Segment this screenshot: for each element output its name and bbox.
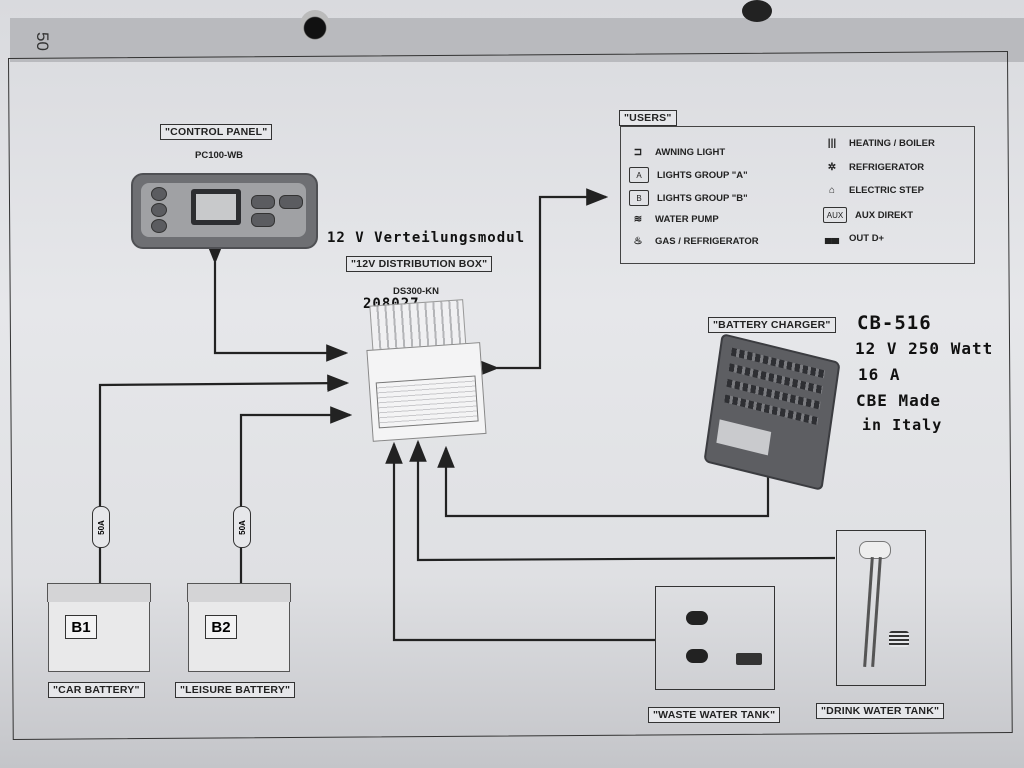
waste-water-tank-caption: "WASTE WATER TANK" <box>648 707 781 723</box>
user-label: OUT D+ <box>849 232 885 244</box>
car-battery-id: B1 <box>65 615 97 639</box>
leisure-battery-fuse: 50A <box>233 506 251 548</box>
drink-water-tank-box <box>836 530 926 686</box>
panel-button-3 <box>151 219 167 233</box>
wire-leisure-battery <box>239 406 353 586</box>
user-label: LIGHTS GROUP "A" <box>657 169 748 181</box>
lights-group-b-icon: B <box>629 190 649 206</box>
user-label: HEATING / BOILER <box>849 137 935 149</box>
heating-boiler-icon: ||| <box>827 137 837 149</box>
wire-waste-tank <box>385 441 655 642</box>
panel-button-6 <box>251 213 275 227</box>
aux-direkt-icon: AUX <box>823 207 847 223</box>
out-d-plus-icon: ▄▄ <box>824 232 840 244</box>
distribution-box-caption: "12V DISTRIBUTION BOX" <box>346 256 493 272</box>
car-battery: B1 <box>47 583 151 672</box>
users-caption: "USERS" <box>619 110 677 126</box>
user-aux-direkt: AUX AUX DIREKT <box>823 207 913 223</box>
user-label: AWNING LIGHT <box>655 146 726 158</box>
panel-button-2 <box>151 203 167 217</box>
leisure-battery-id: B2 <box>205 615 237 639</box>
user-lights-group-a: A LIGHTS GROUP "A" <box>629 167 748 183</box>
user-label: ELECTRIC STEP <box>849 184 924 196</box>
car-battery-caption: "CAR BATTERY" <box>48 682 145 698</box>
charger-note-power: 12 V 250 Watt <box>855 339 994 358</box>
waste-valve-icon <box>736 653 762 665</box>
wire-drink-tank <box>409 439 836 562</box>
page-header-band <box>10 18 1024 62</box>
awning-light-icon: ⊐ <box>633 146 643 158</box>
charger-label <box>716 419 772 456</box>
battery-charger-caption: "BATTERY CHARGER" <box>708 317 836 333</box>
user-heating-boiler: ||| HEATING / BOILER <box>823 136 935 150</box>
user-lights-group-b: B LIGHTS GROUP "B" <box>629 190 748 206</box>
gas-refrigerator-icon: ♨ <box>633 235 643 247</box>
user-electric-step: ⌂ ELECTRIC STEP <box>823 183 924 197</box>
wire-box-to-users <box>477 188 609 377</box>
wire-car-battery <box>98 374 350 586</box>
user-label: REFRIGERATOR <box>849 161 925 173</box>
distribution-box-model: DS300-KN <box>393 286 439 297</box>
lights-group-a-icon: A <box>629 167 649 183</box>
panel-button-1 <box>151 187 167 201</box>
panel-display <box>191 189 241 225</box>
distribution-box-device <box>363 298 487 444</box>
charger-note-model: CB-516 <box>857 312 932 334</box>
car-battery-fuse: 50A <box>92 506 110 548</box>
panel-button-5 <box>279 195 303 209</box>
binder-hole-right <box>742 0 772 22</box>
charger-note-current: 16 A <box>858 365 901 384</box>
binder-hole-left <box>300 10 330 40</box>
users-legend: ⊐ AWNING LIGHT A LIGHTS GROUP "A" B LIGH… <box>620 126 975 264</box>
user-label: GAS / REFRIGERATOR <box>655 235 759 247</box>
user-label: LIGHTS GROUP "B" <box>657 192 748 204</box>
user-label: WATER PUMP <box>655 213 719 225</box>
electric-step-icon: ⌂ <box>828 184 836 196</box>
battery-lid <box>47 583 151 602</box>
water-pump-icon: ≋ <box>633 213 643 225</box>
drink-tank-water-icon <box>889 631 909 647</box>
waste-level-sensor-icon <box>686 649 708 663</box>
wire-charger <box>437 445 770 518</box>
user-out-d-plus: ▄▄ OUT D+ <box>823 231 884 245</box>
wire-panel-to-box <box>206 242 349 362</box>
user-label: AUX DIREKT <box>855 209 914 221</box>
leisure-battery: B2 <box>187 583 291 672</box>
user-water-pump: ≋ WATER PUMP <box>629 212 719 226</box>
distribution-box-label <box>375 375 479 429</box>
panel-button-4 <box>251 195 275 209</box>
control-panel-caption: "CONTROL PANEL" <box>160 124 273 140</box>
drink-tank-probe-rod <box>871 557 882 667</box>
control-panel-device <box>131 173 318 249</box>
control-panel-model: PC100-WB <box>195 150 244 161</box>
drink-tank-probe-icon <box>859 541 891 559</box>
distribution-box-body <box>366 342 487 442</box>
charger-note-origin: in Italy <box>862 416 943 434</box>
refrigerator-icon: ✲ <box>827 161 837 173</box>
drink-water-tank-caption: "DRINK WATER TANK" <box>816 703 945 719</box>
user-gas-refrigerator: ♨ GAS / REFRIGERATOR <box>629 234 759 248</box>
charger-note-maker: CBE Made <box>856 391 942 410</box>
user-refrigerator: ✲ REFRIGERATOR <box>823 160 924 174</box>
user-awning-light: ⊐ AWNING LIGHT <box>629 145 725 159</box>
waste-level-sensor-icon <box>686 611 708 625</box>
leisure-battery-caption: "LEISURE BATTERY" <box>175 682 296 698</box>
battery-lid <box>187 583 291 602</box>
waste-water-tank-box <box>655 586 775 690</box>
distribution-box-handwritten-title: 12 V Verteilungsmodul <box>327 230 526 246</box>
